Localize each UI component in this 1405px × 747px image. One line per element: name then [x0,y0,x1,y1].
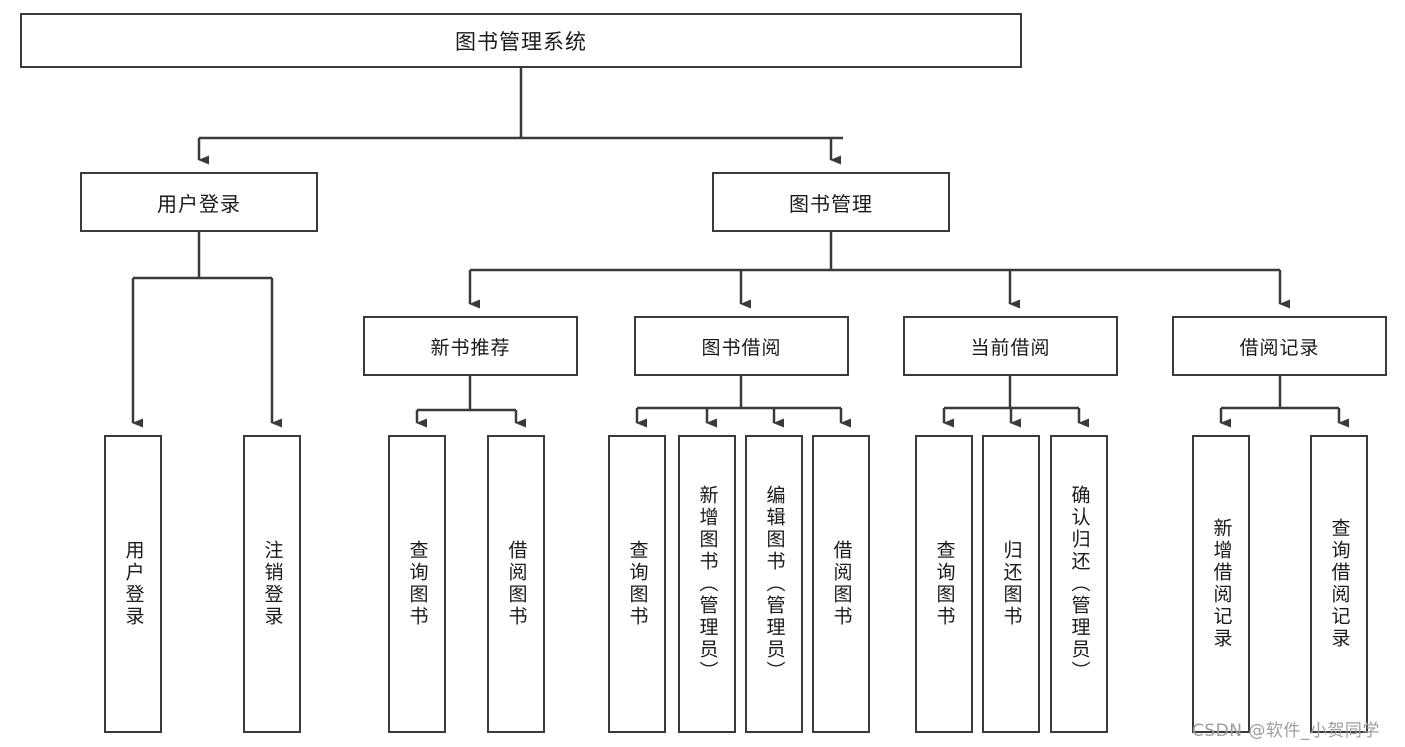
node-leaf-borrow-book-2[interactable]: 借阅图书 [812,435,870,733]
node-book-manage[interactable]: 图书管理 [712,172,950,232]
node-leaf-query-book-1[interactable]: 查询图书 [388,435,446,733]
node-leaf-confirm-return-label: 确认归还（管理员） [1068,485,1091,683]
node-leaf-user-login-label: 用户登录 [122,540,145,628]
node-leaf-query-record[interactable]: 查询借阅记录 [1310,435,1368,733]
node-leaf-user-logout-label: 注销登录 [261,540,284,628]
node-leaf-add-book-label: 新增图书（管理员） [696,485,719,683]
node-new-book-rec-label: 新书推荐 [430,336,511,359]
node-leaf-add-book[interactable]: 新增图书（管理员） [678,435,736,733]
node-leaf-borrow-book-1-label: 借阅图书 [505,540,528,628]
node-book-manage-label: 图书管理 [789,191,873,216]
csdn-watermark: CSDN @软件_小贺同学 [1192,721,1380,741]
node-leaf-query-book-1-label: 查询图书 [406,540,429,628]
node-current-borrow[interactable]: 当前借阅 [903,316,1118,376]
node-leaf-query-book-2[interactable]: 查询图书 [608,435,666,733]
node-borrow-record-label: 借阅记录 [1239,336,1320,359]
node-leaf-query-record-label: 查询借阅记录 [1328,518,1351,650]
node-root-label: 图书管理系统 [455,29,587,54]
node-leaf-query-book-2-label: 查询图书 [626,540,649,628]
node-leaf-query-book-3-label: 查询图书 [933,540,956,628]
node-leaf-add-record[interactable]: 新增借阅记录 [1192,435,1250,733]
node-leaf-edit-book-label: 编辑图书（管理员） [763,485,786,683]
node-leaf-confirm-return[interactable]: 确认归还（管理员） [1050,435,1108,733]
node-leaf-user-logout[interactable]: 注销登录 [243,435,301,733]
node-current-borrow-label: 当前借阅 [970,336,1051,359]
node-leaf-borrow-book-1[interactable]: 借阅图书 [487,435,545,733]
node-leaf-borrow-book-2-label: 借阅图书 [830,540,853,628]
node-leaf-user-login[interactable]: 用户登录 [104,435,162,733]
node-book-borrow-label: 图书借阅 [701,336,782,359]
node-book-borrow[interactable]: 图书借阅 [634,316,849,376]
node-new-book-rec[interactable]: 新书推荐 [363,316,578,376]
node-leaf-return-book-label: 归还图书 [1000,540,1023,628]
node-user-login-label: 用户登录 [157,191,241,216]
node-leaf-add-record-label: 新增借阅记录 [1210,518,1233,650]
node-leaf-query-book-3[interactable]: 查询图书 [915,435,973,733]
node-user-login[interactable]: 用户登录 [80,172,318,232]
node-leaf-return-book[interactable]: 归还图书 [982,435,1040,733]
node-borrow-record[interactable]: 借阅记录 [1172,316,1387,376]
node-leaf-edit-book[interactable]: 编辑图书（管理员） [745,435,803,733]
node-root[interactable]: 图书管理系统 [20,13,1022,68]
